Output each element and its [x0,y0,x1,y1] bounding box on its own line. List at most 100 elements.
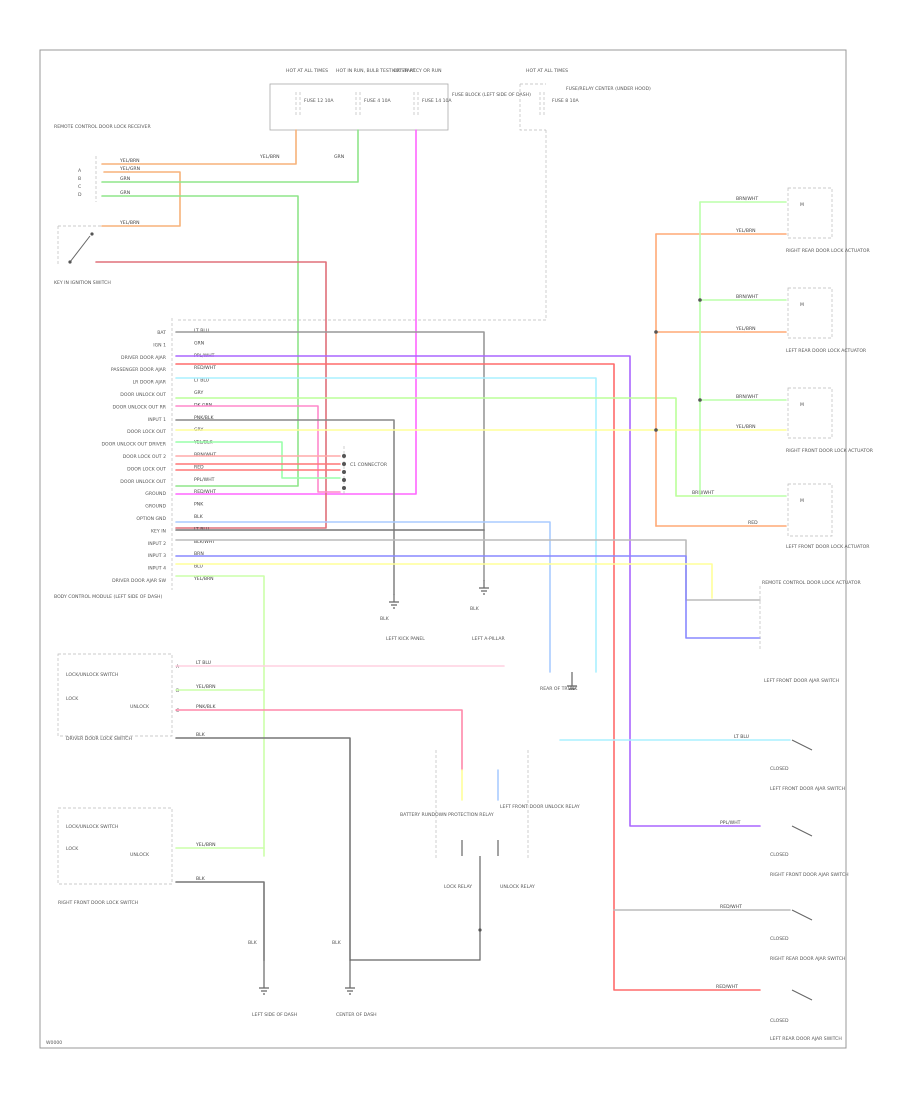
module-pin-label: DOOR LOCK OUT [127,466,166,472]
pass-switch-label-2: BLK [196,876,206,882]
svg-text:M: M [800,402,804,408]
ground-1-label: LEFT KICK PANEL [386,636,425,642]
wire-key-in-red [95,261,327,529]
actuator-left-rear: M LEFT REAR DOOR LOCK ACTUATOR BRN/WHT Y… [655,287,867,354]
ground-4-wire: BLK [332,940,342,946]
pass-switch-label-1: YEL/BRN [195,842,216,848]
module-pin-label: LR DOOR AJAR [133,380,167,386]
door-ajar-switches: LEFT FRONT DOOR AJAR SWITCH LT BLU CLOSE… [559,678,849,1042]
module-pin-label: INPUT 3 [148,553,166,559]
svg-text:M: M [800,498,804,504]
ajar-rr-closed: CLOSED [770,936,789,942]
module-pin-label: DOOR UNLOCK OUT [120,479,166,485]
ajar-lr-name: LEFT REAR DOOR AJAR SWITCH [770,1036,842,1042]
actuator-rr-label-1: BRN/WHT [736,196,758,202]
fuse-header-2: HOT IN RUN, BULB TEST OR START [336,68,416,74]
svg-text:M: M [800,302,804,308]
driver-switch-lockunlock: LOCK/UNLOCK SWITCH [66,672,118,678]
actuator-left-front: M LEFT FRONT DOOR LOCK ACTUATOR BRN/WHT … [655,483,870,550]
driver-switch-label-3: PNK/BLK [196,704,216,710]
deck-title: REMOTE CONTROL DOOR LOCK ACTUATOR [762,580,861,586]
ajar-lf-name: LEFT FRONT DOOR AJAR SWITCH [770,786,845,792]
ajar-rf-name: RIGHT FRONT DOOR AJAR SWITCH [770,872,849,878]
c1-connector-label: C1 CONNECTOR [350,462,388,468]
actuator-lr-label-1: BRN/WHT [736,294,758,300]
module-pin-label: DOOR UNLOCK OUT DRIVER [102,442,167,448]
module-pin-label: GROUND [145,504,166,510]
module-wire-label: RED [194,464,204,470]
wire-fuse14-magenta [175,129,417,495]
key-switch-title: KEY IN IGNITION SWITCH [54,280,111,286]
actuator-right-rear: M RIGHT REAR DOOR LOCK ACTUATOR BRN/WHT … [655,187,870,254]
module-pin-label: INPUT 2 [148,541,166,547]
driver-switch-lock: LOCK [66,696,79,702]
ajar-rf-closed: CLOSED [770,852,789,858]
key-in-switch: KEY IN IGNITION SWITCH [54,225,111,286]
ajar-rf-label: PPL/WHT [720,820,741,826]
actuator-lr-title: LEFT REAR DOOR LOCK ACTUATOR [786,348,867,354]
receiver-pin-d: D [78,192,82,198]
wire-fuse4-green: GRN GRN GRN [101,129,359,487]
actuator-lf-label-1: BRN/WHT [692,490,714,496]
receiver-pin-b: B [78,176,81,182]
figure-code: W0000 [46,1040,62,1046]
fuse-block-title: FUSE BLOCK (LEFT SIDE OF DASH) [452,92,531,98]
fuse-label-2: FUSE 4 10A [364,98,392,104]
actuator-rf-label-2: YEL/BRN [735,424,756,430]
module-wire-label: RED/WHT [194,489,216,495]
module-wire-label: GRY [194,390,203,396]
ground-5-label: REAR OF TRUNK [540,686,578,692]
wire-label-key-sw: YEL/BRN [119,220,140,226]
right-fuse-title: FUSE/RELAY CENTER (UNDER HOOD) [566,86,651,92]
remote-receiver: REMOTE CONTROL DOOR LOCK RECEIVER A B C … [54,124,151,202]
driver-switch-label-4: BLK [196,732,206,738]
svg-text:M: M [800,202,804,208]
module-title: BODY CONTROL MODULE (LEFT SIDE OF DASH) [54,594,162,600]
module-pin-label: DOOR LOCK OUT [127,429,166,435]
driver-switch-title: DRIVER DOOR LOCK SWITCH [66,736,132,742]
module-pin-label: PASSENGER DOOR AJAR [111,367,167,373]
actuator-rr-title: RIGHT REAR DOOR LOCK ACTUATOR [786,248,870,254]
driver-door-lock-switch: LOCK/UNLOCK SWITCH LOCK UNLOCK DRIVER DO… [57,653,505,961]
lock-relay-title: BATTERY RUNDOWN PROTECTION RELAY [400,812,494,818]
module-wire-label: YEL/BRN [193,576,214,582]
ajar-lf-closed: CLOSED [770,766,789,772]
ground-3-wire: BLK [248,940,258,946]
module-wire-label: PPL/WHT [194,477,215,483]
module-wire-label: BRN/WHT [194,452,216,458]
fuse-relay-center: HOT AT ALL TIMES FUSE 8 10A FUSE/RELAY C… [176,68,651,321]
module-pin-label: GROUND [145,491,166,497]
receiver-title: REMOTE CONTROL DOOR LOCK RECEIVER [54,124,151,130]
driver-switch-unlock: UNLOCK [130,704,150,710]
driver-switch-pin-c: C [176,708,179,714]
passenger-door-lock-switch: LOCK/UNLOCK SWITCH LOCK UNLOCK RIGHT FRO… [57,807,265,961]
ground-4-label: CENTER OF DASH [336,1012,377,1018]
wire-fuse12-orange: YEL/BRN YEL/BRN YEL/GRN YEL/BRN [101,129,297,227]
actuator-bus [654,201,702,527]
module-pin-label: INPUT 4 [148,566,166,572]
driver-switch-pin-a: A [176,664,180,670]
module-pin-label: BAT [157,330,166,336]
module-pin-label: DOOR LOCK OUT 2 [123,454,166,460]
diagram-frame [39,49,847,1049]
pass-switch-lock: LOCK [66,846,79,852]
receiver-pin-c: C [78,184,81,190]
wire-label-recv-d: GRN [120,190,130,196]
actuator-lr-label-2: YEL/BRN [735,326,756,332]
module-pin-label: KEY IN [151,528,166,534]
wire-label-recv-c: GRN [120,176,130,182]
body-control-module: BODY CONTROL MODULE (LEFT SIDE OF DASH) … [54,318,216,600]
ground-2-wire: BLK [470,606,480,612]
actuator-rr-label-2: YEL/BRN [735,228,756,234]
module-pin-label: INPUT 1 [148,417,166,423]
module-wires [175,331,761,991]
module-pin-label: DOOR UNLOCK OUT RR [112,404,166,410]
module-pin-label: OPTION GND [136,516,166,522]
module-pin-label: DOOR UNLOCK OUT [120,392,166,398]
actuator-right-front: M RIGHT FRONT DOOR LOCK ACTUATOR BRN/WHT… [669,387,874,454]
c1-connector: C1 CONNECTOR [342,446,388,494]
unlock-relay-label: UNLOCK RELAY [500,884,535,890]
module-wire-label: BLK/WHT [194,539,215,545]
module-pin-label: DRIVER DOOR AJAR SW [112,578,166,584]
